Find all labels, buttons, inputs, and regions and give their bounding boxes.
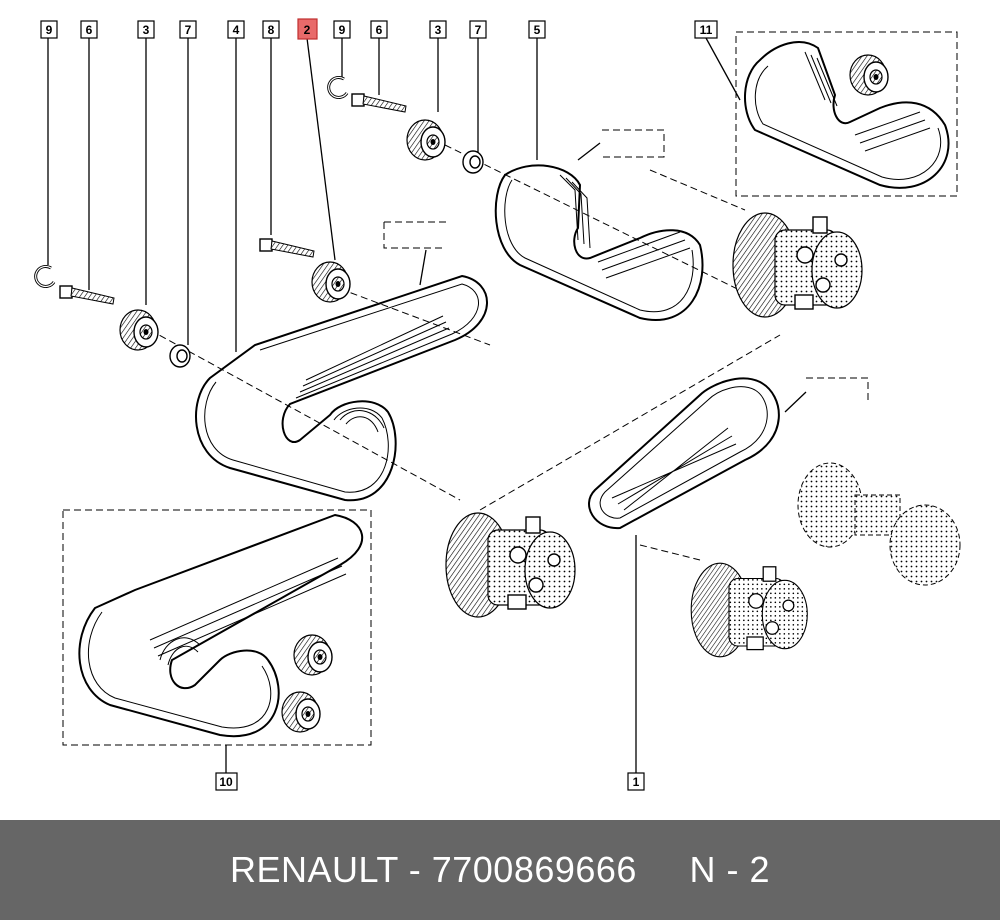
roller-variant-10-top [293,634,333,676]
svg-text:6: 6 [86,23,93,37]
svg-text:9: 9 [46,23,53,37]
clip-9-right [327,75,349,99]
tensioner-roller-3-left [119,309,159,351]
callout-1: 1 [627,772,645,791]
exploded-parts-diagram: 9 6 3 7 4 8 2 9 6 3 7 5 11 10 1 [34,18,961,791]
svg-text:5: 5 [534,23,541,37]
alignment-lines [149,144,781,561]
svg-text:3: 3 [143,23,150,37]
callout-7a: 7 [179,20,197,39]
svg-text:1: 1 [633,775,640,789]
belt-variant-box-11 [735,31,958,197]
part-number-footer: RENAULT - 7700869666 N - 2 [0,820,1000,920]
svg-text:3: 3 [435,23,442,37]
svg-text:9: 9 [339,23,346,37]
callout-10: 10 [215,772,238,791]
svg-text:4: 4 [233,23,240,37]
callout-2-highlighted: 2 [297,18,318,40]
ac-compressor-upper [732,212,863,318]
svg-text:2: 2 [304,23,311,37]
svg-text:11: 11 [700,23,713,37]
tensioner-roller-2 [311,261,351,303]
callout-6a: 6 [80,20,98,39]
roller-variant-11 [849,54,889,96]
roller-variant-10-bottom [281,691,321,733]
crankshaft-pulley-ghost [797,462,961,586]
callout-11: 11 [694,20,718,39]
callout-5: 5 [528,20,546,39]
callout-3a: 3 [137,20,155,39]
clip-9-left [34,264,56,288]
svg-text:7: 7 [475,23,482,37]
part-number-label: RENAULT - 7700869666 N - 2 [230,849,770,890]
bolt-6-left [59,285,115,305]
ac-compressor-lower [445,512,576,618]
svg-text:7: 7 [185,23,192,37]
svg-text:6: 6 [376,23,383,37]
belt-4 [195,274,488,502]
tensioner-roller-3-right [406,119,446,161]
callout-4: 4 [227,20,245,39]
belt-5 [494,164,704,321]
bolt-6-right [351,93,407,113]
callout-9a: 9 [40,20,58,39]
washer-7-left [169,344,191,368]
belt-10 [78,513,363,738]
svg-text:8: 8 [268,23,275,37]
callout-7b: 7 [469,20,487,39]
belt-variant-box-10 [62,509,372,746]
svg-text:10: 10 [219,775,233,789]
reference-label-boxes [383,129,869,413]
callout-8: 8 [262,20,280,39]
belt-11 [744,41,950,189]
leader-lines [47,37,741,773]
alternator [690,562,808,658]
callout-6b: 6 [370,20,388,39]
callout-3b: 3 [429,20,447,39]
callout-9b: 9 [333,20,351,39]
washer-7-right [462,150,484,174]
belt-1 [588,377,780,530]
bolt-8 [259,238,315,258]
